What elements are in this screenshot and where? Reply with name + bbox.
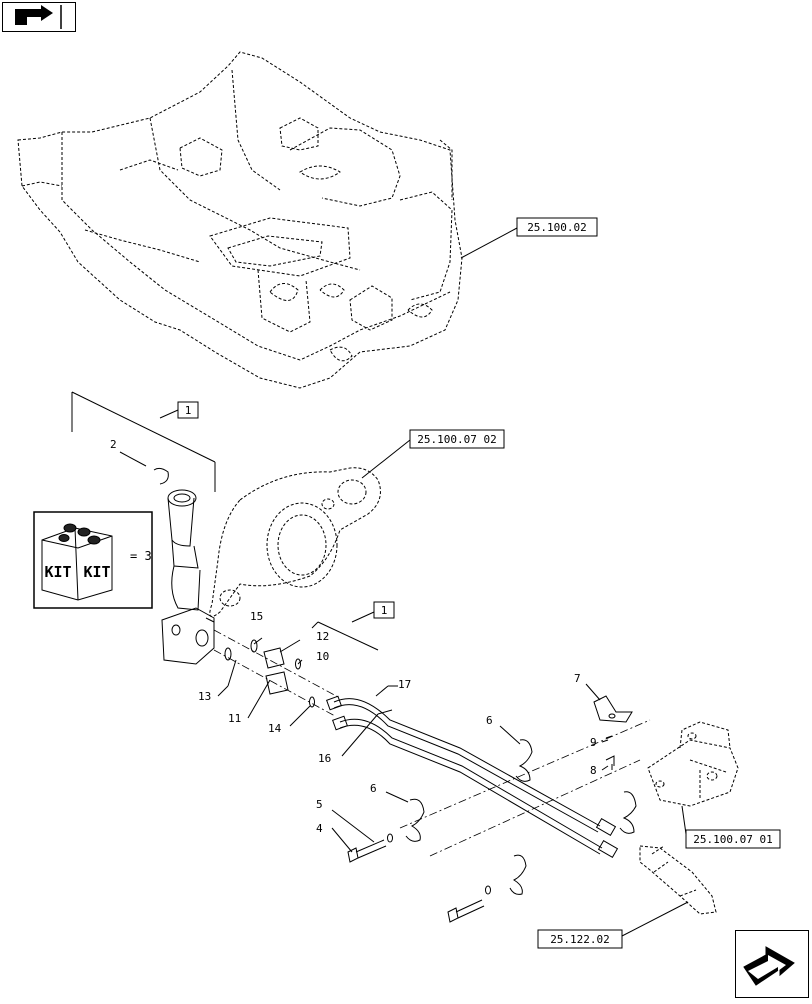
clamps [405, 739, 637, 895]
pivot-pin-assembly [153, 467, 215, 665]
bracket-ref[interactable]: 25.100.07 01 [681, 805, 781, 849]
steering-ref-label[interactable]: 25.122.02 [550, 933, 610, 946]
callout-8: 8 [590, 764, 597, 777]
group-bracket-lower [311, 611, 379, 651]
svg-text:1: 1 [381, 604, 388, 617]
callout-6b: 6 [370, 782, 377, 795]
ref-box[interactable] [537, 929, 623, 949]
callout-labels: 15 12 10 13 11 14 16 17 6 6 5 4 7 9 8 [198, 610, 597, 835]
frame-ref-label[interactable]: 25.100.02 [527, 221, 587, 234]
callout-4: 4 [316, 822, 323, 835]
callout-leaders [217, 637, 609, 853]
ref-box[interactable] [685, 829, 781, 849]
mounting-bracket [593, 695, 633, 770]
group-bracket-upper [71, 391, 216, 492]
boxed-callout-lower: 1 [373, 601, 395, 619]
steering-component [639, 845, 717, 915]
svg-text:2: 2 [110, 438, 117, 451]
boxed-callout-upper: 1 [177, 401, 199, 419]
axle-housing [209, 467, 381, 617]
callout-16: 16 [318, 752, 331, 765]
callout-14: 14 [268, 722, 282, 735]
ref-box[interactable] [409, 429, 505, 449]
hoses [326, 695, 619, 859]
arrow-right-icon [743, 946, 795, 986]
axle-housing-ref-label[interactable]: 25.100.07 02 [417, 433, 496, 446]
callout-6a: 6 [486, 714, 493, 727]
center-lines [213, 629, 651, 857]
fittings [224, 639, 315, 708]
callout-15: 15 [250, 610, 263, 623]
callout-5: 5 [316, 798, 323, 811]
bracket-ref-label[interactable]: 25.100.07 01 [693, 833, 772, 846]
bolts [347, 833, 491, 923]
callout-17: 17 [398, 678, 411, 691]
next-page-button[interactable] [735, 930, 809, 998]
kit-label-left: KIT [44, 563, 71, 581]
bracket-component [647, 721, 739, 807]
callout-9: 9 [590, 736, 597, 749]
ref-box[interactable] [516, 217, 598, 237]
kit-box[interactable]: KIT KIT = 3 [33, 511, 153, 609]
steering-ref[interactable]: 25.122.02 [537, 901, 689, 949]
previous-page-button[interactable] [2, 2, 76, 32]
callout-7: 7 [574, 672, 581, 685]
chassis-frame [17, 51, 463, 389]
callout-13: 13 [198, 690, 211, 703]
axle-housing-ref[interactable]: 25.100.07 02 [361, 429, 505, 479]
callout-11: 11 [228, 712, 241, 725]
callout-12: 12 [316, 630, 329, 643]
arrow-right-icon [15, 5, 62, 29]
callout-10: 10 [316, 650, 329, 663]
svg-text:1: 1 [185, 404, 192, 417]
kit-box-icon [41, 523, 113, 601]
frame-ref[interactable]: 25.100.02 [460, 217, 598, 259]
kit-quantity: = 3 [130, 549, 152, 563]
kit-label-right: KIT [83, 563, 110, 581]
callout-2: 2 [110, 438, 147, 467]
